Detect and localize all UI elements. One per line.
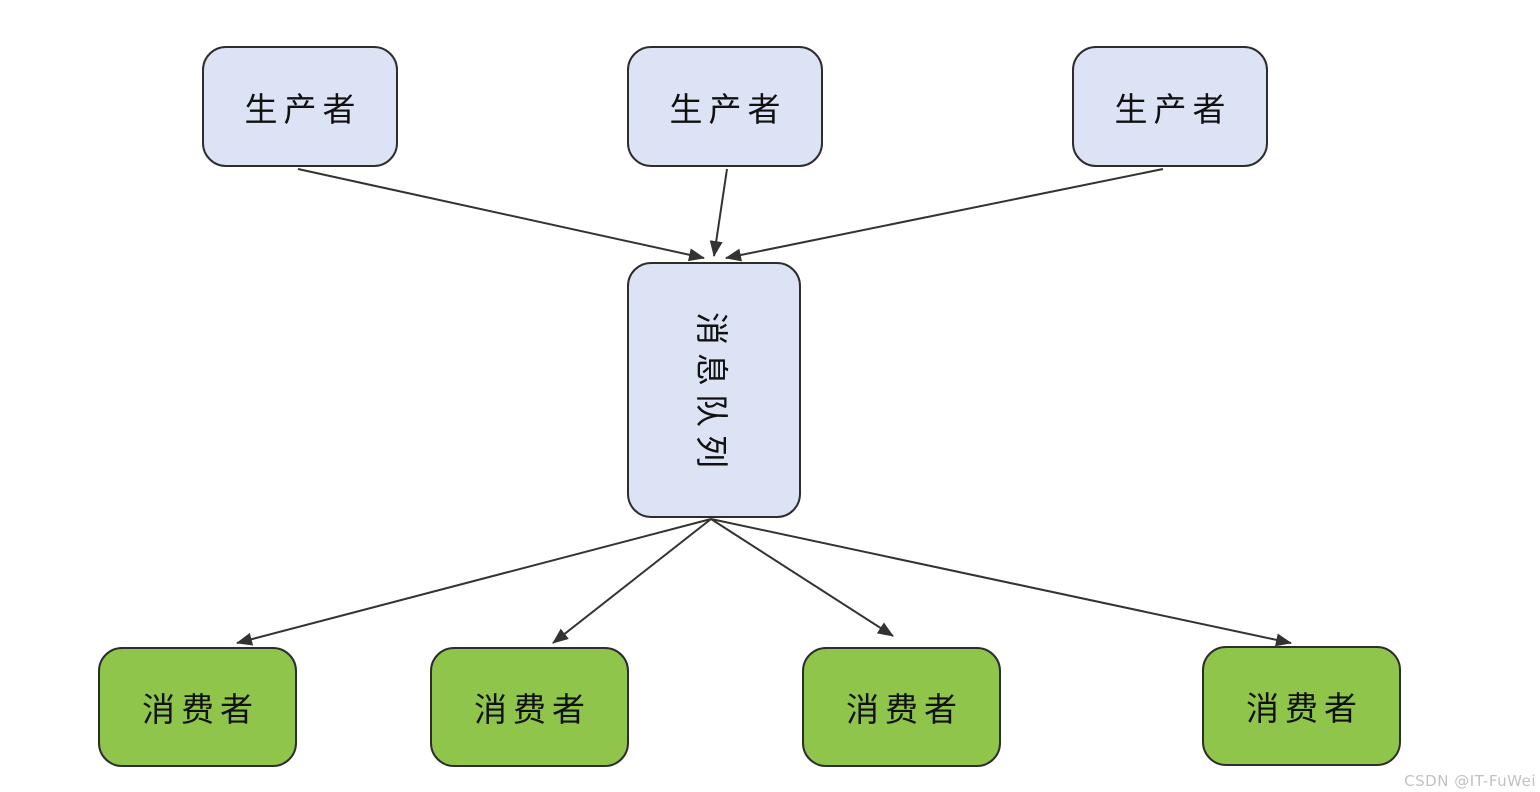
consumer-label: 消费者: [474, 690, 591, 729]
consumer-label: 消费者: [846, 690, 963, 729]
csdn-watermark: CSDN @IT-FuWei: [1404, 772, 1536, 790]
arrow-producer-1-to-queue: [297, 168, 705, 262]
consumer-node-1: 消费者: [98, 647, 297, 767]
producer-node-1: 生产者: [202, 46, 398, 167]
producer-label: 生产者: [669, 89, 787, 129]
producer-label: 生产者: [244, 89, 362, 129]
consumer-label: 消费者: [142, 690, 259, 729]
arrow-queue-to-consumer-4: [710, 518, 1292, 647]
producer-label: 生产者: [1114, 89, 1232, 129]
message-queue-label: 消息队列: [692, 312, 731, 476]
arrow-queue-to-consumer-2: [552, 518, 712, 644]
consumer-label: 消费者: [1246, 689, 1363, 728]
arrow-queue-to-consumer-1: [236, 518, 712, 646]
producer-node-3: 生产者: [1072, 46, 1268, 167]
producer-node-2: 生产者: [627, 46, 823, 167]
arrow-producer-3-to-queue: [725, 168, 1164, 262]
arrow-producer-2-to-queue: [709, 168, 728, 257]
consumer-node-4: 消费者: [1202, 646, 1401, 766]
arrow-queue-to-consumer-3: [710, 518, 894, 637]
consumer-node-2: 消费者: [430, 647, 629, 767]
consumer-node-3: 消费者: [802, 647, 1001, 767]
message-queue-node: 消息队列: [627, 262, 801, 518]
